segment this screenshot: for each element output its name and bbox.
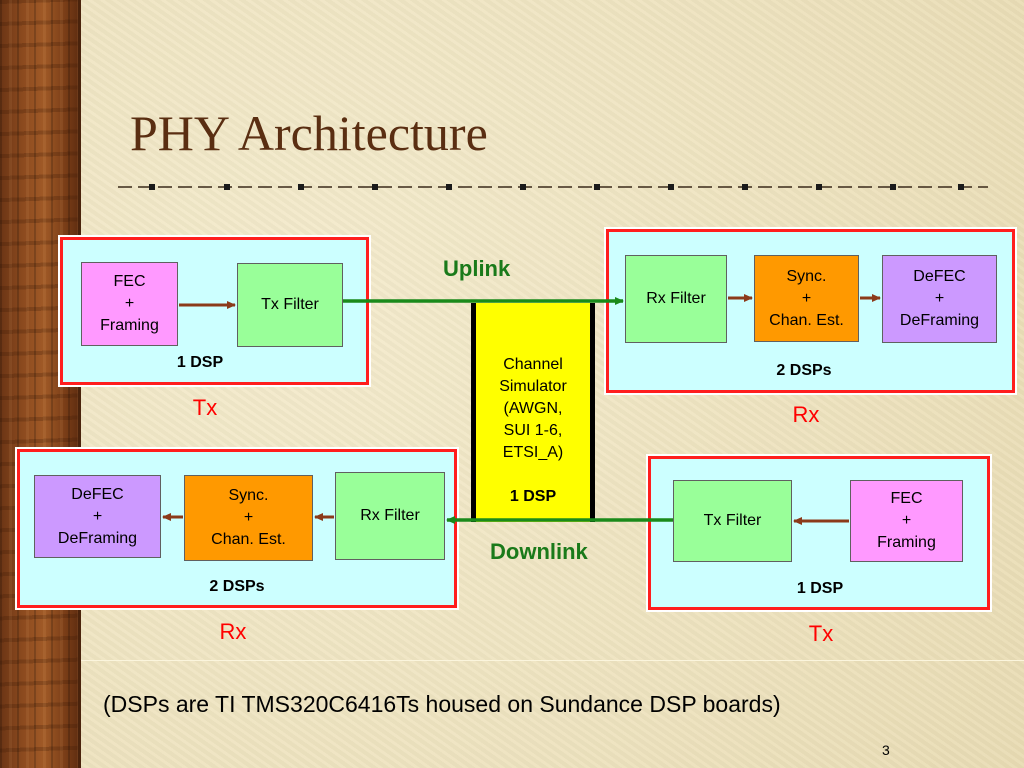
channel-simulator-block — [471, 303, 595, 522]
rx-bottom-dsp-count: 2 DSPs — [209, 578, 265, 595]
rx-bottom-rx-filter-block: Rx Filter — [335, 472, 445, 560]
page-number: 3 — [882, 742, 890, 758]
rx-top-defec-deframing-block: DeFEC + DeFraming — [882, 255, 997, 343]
title-divider — [118, 184, 988, 190]
tx-bottom-tx-filter-block: Tx Filter — [673, 480, 792, 562]
rx-top-sync-chan-est-block: Sync. + Chan. Est. — [754, 255, 859, 342]
footnote: (DSPs are TI TMS320C6416Ts housed on Sun… — [103, 691, 781, 717]
tx-bottom-dsp-count: 1 DSP — [796, 580, 844, 597]
tx-bottom-role-label: Tx — [808, 621, 834, 646]
downlink-label: Downlink — [490, 539, 588, 564]
channel-simulator-label: Channel Simulator (AWGN, SUI 1-6, ETSI_A… — [499, 356, 567, 461]
rx-bottom-defec-deframing-block: DeFEC + DeFraming — [34, 475, 161, 558]
tx-bottom-fec-framing-block: FEC + Framing — [850, 480, 963, 562]
tx-top-dsp-count: 1 DSP — [176, 354, 224, 371]
tx-top-tx-filter-block: Tx Filter — [237, 263, 343, 347]
channel-simulator-dsp-count: 1 DSP — [509, 488, 557, 505]
slide-title: PHY Architecture — [130, 105, 488, 161]
uplink-label: Uplink — [443, 256, 511, 281]
rx-bottom-sync-chan-est-block: Sync. + Chan. Est. — [184, 475, 313, 561]
footer-divider — [81, 660, 1024, 661]
rx-top-rx-filter-block: Rx Filter — [625, 255, 727, 343]
rx-top-role-label: Rx — [792, 402, 820, 427]
rx-bottom-role-label: Rx — [219, 619, 247, 644]
tx-top-role-label: Tx — [192, 395, 218, 420]
rx-top-dsp-count: 2 DSPs — [776, 362, 832, 379]
tx-top-fec-framing-block: FEC + Framing — [81, 262, 178, 346]
